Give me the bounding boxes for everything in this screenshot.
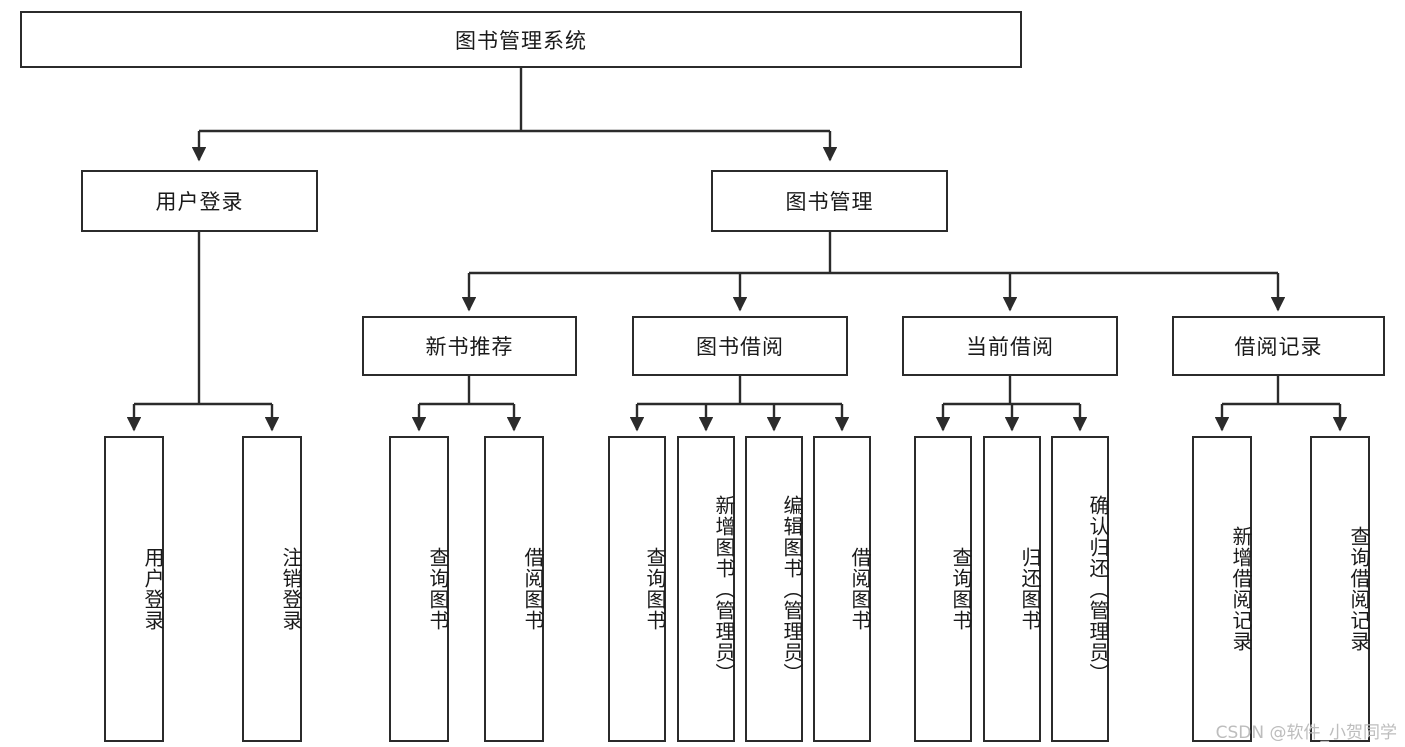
node-borrow-record[interactable]: 借阅记录 (1172, 316, 1385, 376)
node-leaf-cb-confirm-return[interactable]: 确认归还（管理员） (1051, 436, 1109, 742)
node-leaf-br-edit-book[interactable]: 编辑图书（管理员） (745, 436, 803, 742)
node-leaf-user-login-label: 用户登录 (141, 547, 163, 631)
node-leaf-logout-login-label: 注销登录 (279, 547, 301, 631)
watermark: CSDN @软件_小贺同学 (1215, 723, 1397, 743)
node-leaf-rec-query-record-label: 查询借阅记录 (1347, 526, 1369, 652)
node-root-label: 图书管理系统 (455, 29, 587, 53)
node-book-management[interactable]: 图书管理 (711, 170, 948, 232)
node-leaf-br-borrow-book[interactable]: 借阅图书 (813, 436, 871, 742)
node-leaf-rec-query-record[interactable]: 查询借阅记录 (1310, 436, 1370, 742)
node-current-borrow[interactable]: 当前借阅 (902, 316, 1118, 376)
node-new-book-recommend[interactable]: 新书推荐 (362, 316, 577, 376)
node-user-login[interactable]: 用户登录 (81, 170, 318, 232)
node-leaf-br-add-book-label: 新增图书（管理员） (712, 494, 734, 684)
node-current-borrow-label: 当前借阅 (966, 336, 1054, 359)
node-book-borrow[interactable]: 图书借阅 (632, 316, 848, 376)
node-leaf-br-query-book-label: 查询图书 (643, 547, 665, 631)
node-leaf-user-login[interactable]: 用户登录 (104, 436, 164, 742)
node-leaf-rec-query-book[interactable]: 查询图书 (389, 436, 449, 742)
node-leaf-cb-query-book[interactable]: 查询图书 (914, 436, 972, 742)
node-book-management-label: 图书管理 (785, 191, 874, 214)
node-leaf-cb-return-book[interactable]: 归还图书 (983, 436, 1041, 742)
node-leaf-logout-login[interactable]: 注销登录 (242, 436, 302, 742)
node-leaf-rec-borrow-book-label: 借阅图书 (521, 547, 543, 631)
node-leaf-br-query-book[interactable]: 查询图书 (608, 436, 666, 742)
node-book-borrow-label: 图书借阅 (696, 336, 784, 359)
node-leaf-rec-add-record[interactable]: 新增借阅记录 (1192, 436, 1252, 742)
node-leaf-rec-borrow-book[interactable]: 借阅图书 (484, 436, 544, 742)
node-leaf-rec-query-book-label: 查询图书 (426, 547, 448, 631)
node-leaf-rec-add-record-label: 新增借阅记录 (1229, 526, 1251, 652)
node-leaf-cb-query-book-label: 查询图书 (949, 547, 971, 631)
node-leaf-br-add-book[interactable]: 新增图书（管理员） (677, 436, 735, 742)
node-leaf-br-edit-book-label: 编辑图书（管理员） (780, 494, 802, 684)
node-leaf-cb-return-book-label: 归还图书 (1018, 547, 1040, 631)
node-borrow-record-label: 借阅记录 (1234, 336, 1323, 359)
node-leaf-cb-confirm-return-label: 确认归还（管理员） (1086, 494, 1108, 684)
node-new-book-recommend-label: 新书推荐 (425, 336, 514, 359)
node-leaf-br-borrow-book-label: 借阅图书 (848, 547, 870, 631)
node-root[interactable]: 图书管理系统 (20, 11, 1022, 68)
node-user-login-label: 用户登录 (155, 191, 244, 214)
